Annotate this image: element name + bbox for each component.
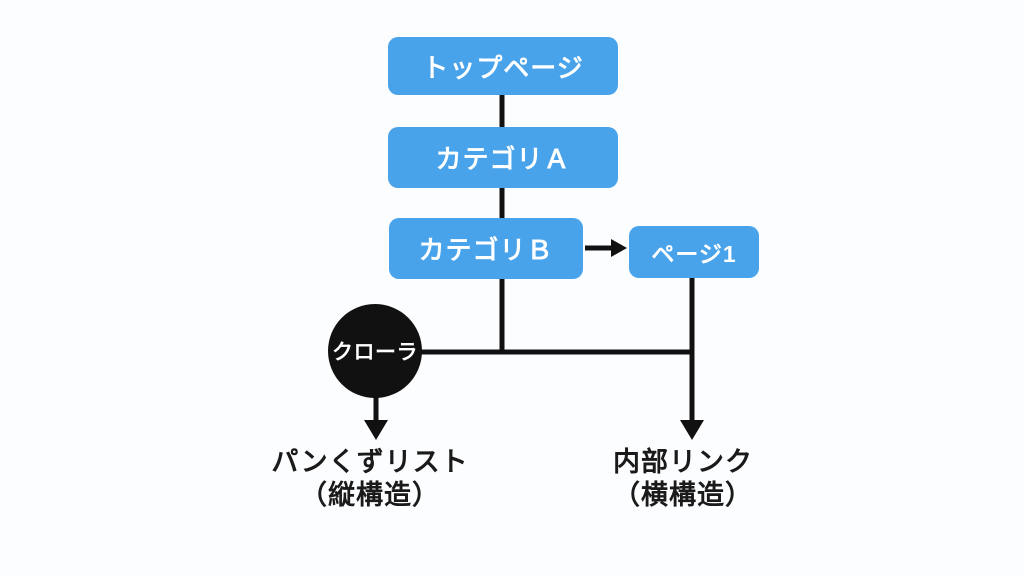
arrow-right-icon (611, 239, 627, 257)
node-top-page-label: トップページ (422, 52, 584, 83)
node-page-1-label: ページ1 (651, 241, 737, 267)
node-page-1: ページ1 (629, 226, 759, 278)
label-internal-link-line2: （横構造） (613, 480, 753, 510)
node-category-a: カテゴリＡ (388, 127, 618, 188)
label-breadcrumb: パンくずリスト （縦構造） (245, 446, 495, 512)
node-category-b-label: カテゴリＢ (418, 235, 554, 265)
node-crawler-label: クローラ (332, 341, 418, 364)
label-breadcrumb-line1: パンくずリスト (271, 447, 469, 477)
arrow-down-icon (680, 420, 704, 440)
label-internal-link: 内部リンク （横構造） (558, 446, 808, 512)
node-crawler: クローラ (328, 304, 422, 398)
node-category-b: カテゴリＢ (389, 218, 583, 279)
node-category-a-label: カテゴリＡ (435, 144, 571, 174)
label-internal-link-line1: 内部リンク (613, 447, 753, 477)
arrow-down-icon (364, 420, 388, 440)
label-breadcrumb-line2: （縦構造） (300, 480, 440, 510)
node-top-page: トップページ (388, 37, 618, 95)
arrow-page1-internal-link (680, 277, 704, 440)
arrow-categoryb-page1 (585, 239, 627, 257)
arrow-crawler-breadcrumb (364, 396, 388, 440)
